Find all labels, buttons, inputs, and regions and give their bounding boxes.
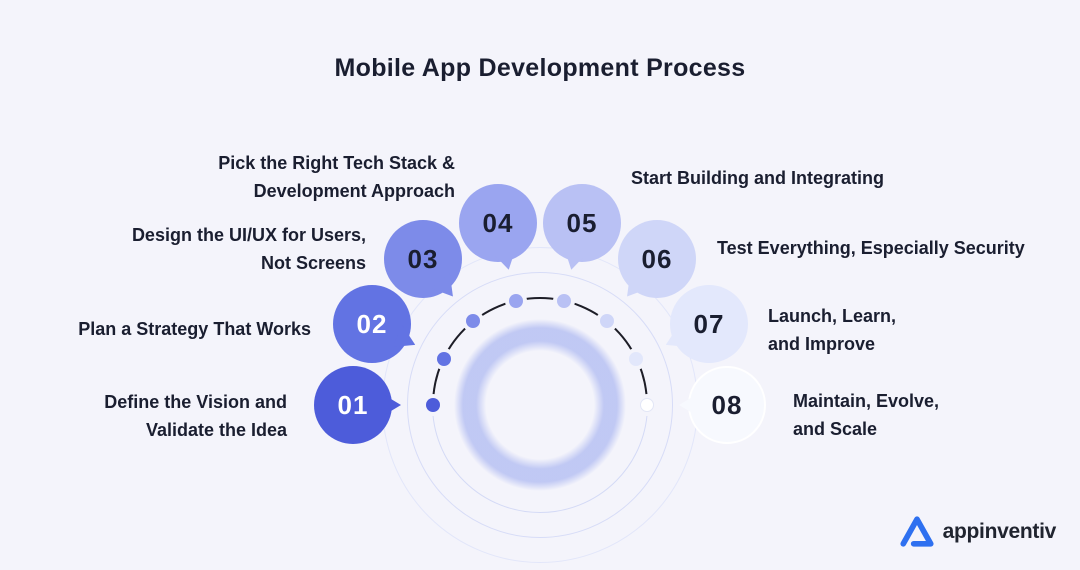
label-line: Test Everything, Especially Security [717,238,1025,258]
step-number: 02 [356,308,388,339]
step-bubble-3: 03 [384,220,462,298]
step-bubble-2: 02 [333,285,411,363]
label-line: and Scale [793,419,878,439]
step-label-8: Maintain, Evolve, and Scale [793,387,939,443]
step-dot-2 [437,352,451,366]
step-label-7: Launch, Learn, and Improve [768,302,896,358]
appinventiv-logo-text: appinventiv [942,519,1057,543]
step-dot-3 [466,314,480,328]
step-dot-6 [600,314,614,328]
step-bubble-7: 07 [670,285,748,363]
step-dot-7 [629,352,643,366]
page-title: Mobile App Development Process [334,54,746,82]
label-line: Design the UI/UX for Users, [131,225,366,245]
label-line: and Improve [768,334,876,354]
label-line: Plan a Strategy That Works [78,319,311,339]
step-label-1: Define the Vision and Validate the Idea [104,388,287,444]
step-label-5: Start Building and Integrating [631,164,884,192]
guide-circle-middle [407,272,673,538]
step-label-4: Pick the Right Tech Stack & Development … [218,149,455,205]
appinventiv-logo-icon [900,516,934,547]
label-line: Not Screens [260,253,366,273]
step-bubble-5: 05 [543,184,621,262]
label-line: Maintain, Evolve, [793,391,940,411]
step-number: 06 [641,243,673,274]
step-bubble-6: 06 [618,220,696,298]
step-label-2: Plan a Strategy That Works [78,315,311,343]
label-line: Pick the Right Tech Stack & [218,153,455,173]
step-dot-1 [426,398,440,412]
appinventiv-logo: appinventiv [898,514,1056,549]
step-number: 03 [407,243,439,274]
label-line: Development Approach [253,181,455,201]
label-line: Define the Vision and [104,392,287,412]
label-line: Launch, Learn, [768,306,897,326]
step-dot-5 [557,294,571,308]
step-number: 07 [693,308,725,339]
step-label-6: Test Everything, Especially Security [717,234,1025,262]
label-line: Validate the Idea [145,420,287,440]
step-bubble-4: 04 [459,184,537,262]
step-number: 08 [711,389,743,420]
step-dot-4 [509,294,523,308]
step-dot-8 [640,398,654,412]
step-number: 05 [566,207,598,238]
step-number: 01 [337,389,369,420]
step-bubble-1: 01 [314,366,401,444]
step-number: 04 [482,207,514,238]
label-line: Start Building and Integrating [631,168,884,188]
step-label-3: Design the UI/UX for Users, Not Screens [132,221,366,277]
step-bubble-8: 08 [688,366,766,444]
